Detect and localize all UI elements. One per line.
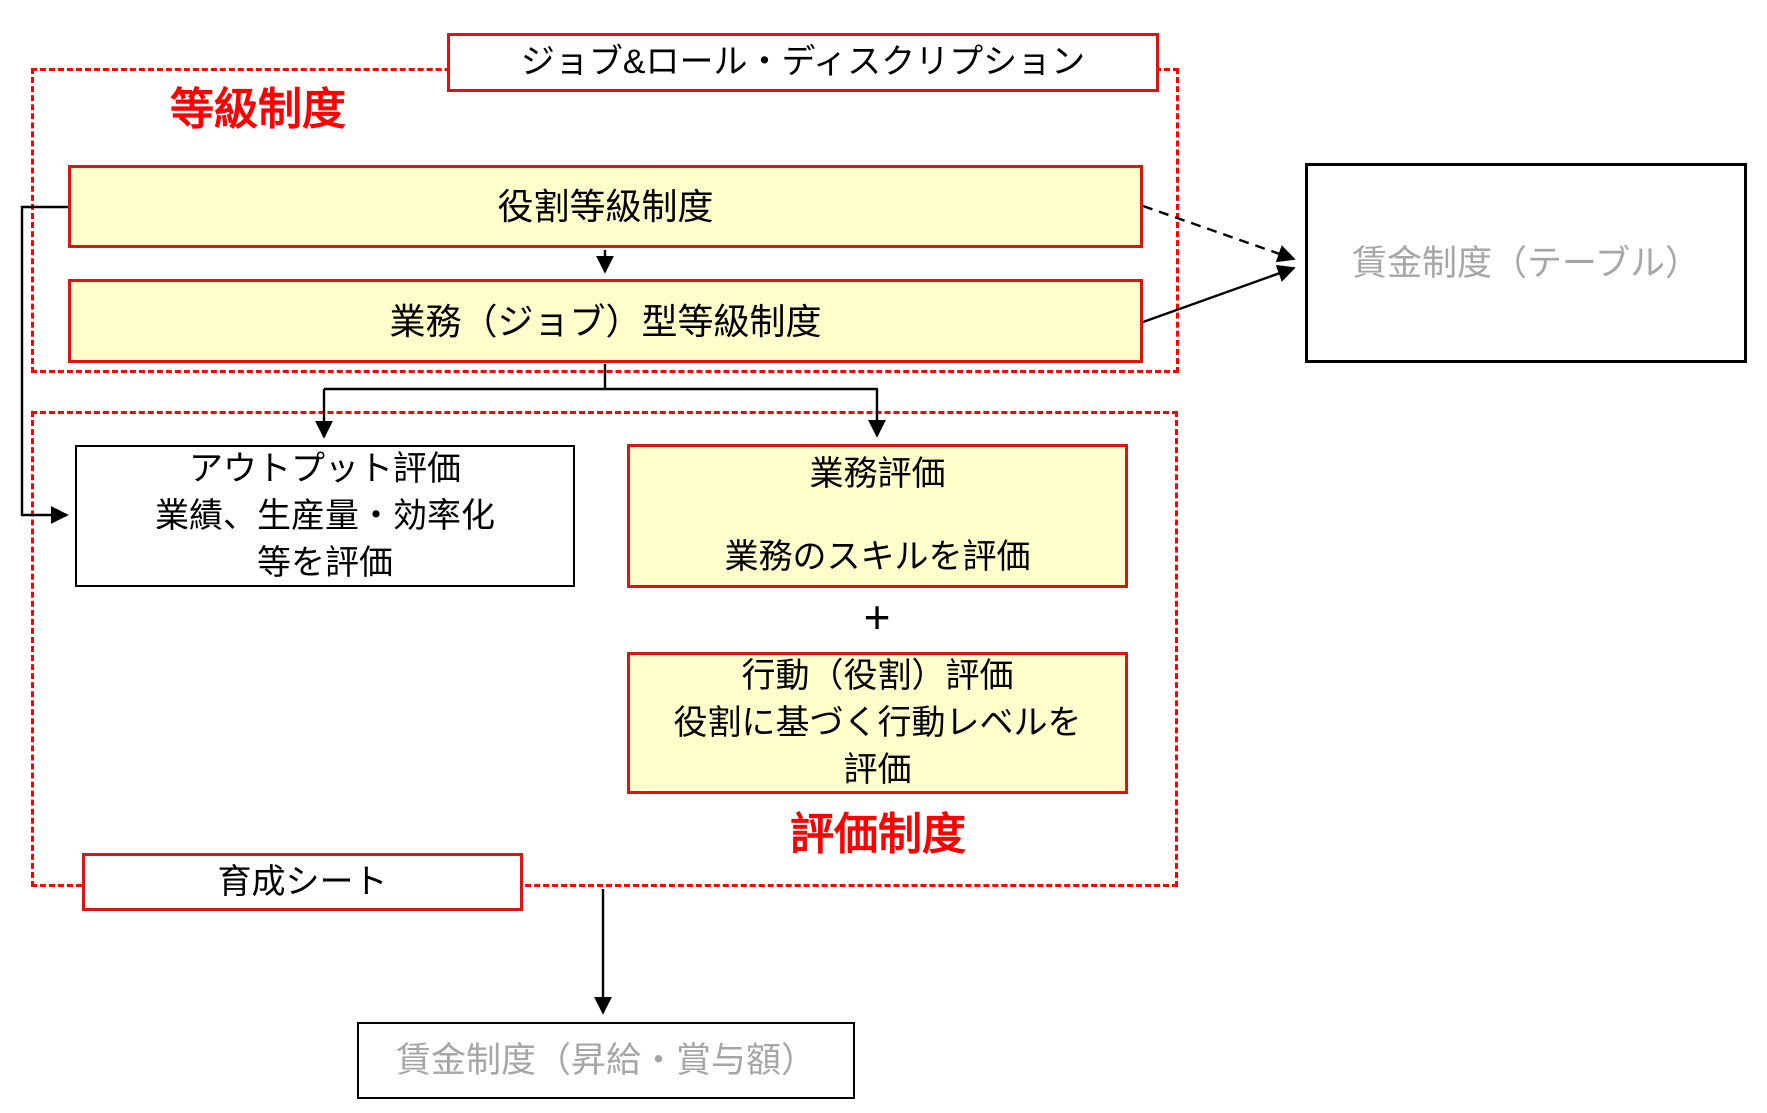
- output-evaluation-line: 等を評価: [257, 543, 393, 582]
- output-evaluation-line: 業績、生産量・効率化: [155, 496, 495, 535]
- work-evaluation-line: 業務評価: [809, 455, 946, 493]
- job-grade-system-label: 業務（ジョブ）型等級制度: [389, 300, 822, 342]
- evaluation-section-label: 評価制度: [790, 810, 966, 859]
- behavior-evaluation-line: 役割に基づく行動レベルを: [673, 703, 1082, 742]
- job-grade-system-box: 業務（ジョブ）型等級制度: [68, 279, 1143, 363]
- behavior-evaluation-box: 行動（役割）評価 役割に基づく行動レベルを 評価: [627, 652, 1128, 794]
- wage-system-raise-bonus-box: 賃金制度（昇給・賞与額）: [357, 1022, 855, 1099]
- wage-system-raise-bonus-label: 賃金制度（昇給・賞与額）: [395, 1041, 816, 1080]
- training-sheet-label: 育成シート: [217, 862, 388, 901]
- wage-system-table-label: 賃金制度（テーブル）: [1352, 243, 1700, 283]
- behavior-evaluation-line: 行動（役割）評価: [741, 656, 1014, 695]
- grade-section-label: 等級制度: [170, 85, 346, 134]
- evaluation-system-dashed-frame: [31, 411, 1178, 887]
- behavior-evaluation-line: 評価: [843, 750, 912, 789]
- job-role-description-label: ジョブ&ロール・ディスクリプション: [520, 43, 1086, 81]
- work-evaluation-line: 業務のスキルを評価: [724, 538, 1031, 576]
- plus-operator: +: [863, 591, 891, 643]
- output-evaluation-box: アウトプット評価 業績、生産量・効率化 等を評価: [75, 445, 575, 587]
- role-grade-system-box: 役割等級制度: [68, 165, 1143, 248]
- role-grade-system-label: 役割等級制度: [497, 186, 714, 227]
- work-evaluation-box: 業務評価 業務のスキルを評価: [627, 444, 1128, 588]
- output-evaluation-line: アウトプット評価: [189, 449, 461, 488]
- training-sheet-box: 育成シート: [82, 853, 523, 911]
- wage-system-table-box: 賃金制度（テーブル）: [1305, 163, 1747, 363]
- job-role-description-box: ジョブ&ロール・ディスクリプション: [447, 33, 1159, 92]
